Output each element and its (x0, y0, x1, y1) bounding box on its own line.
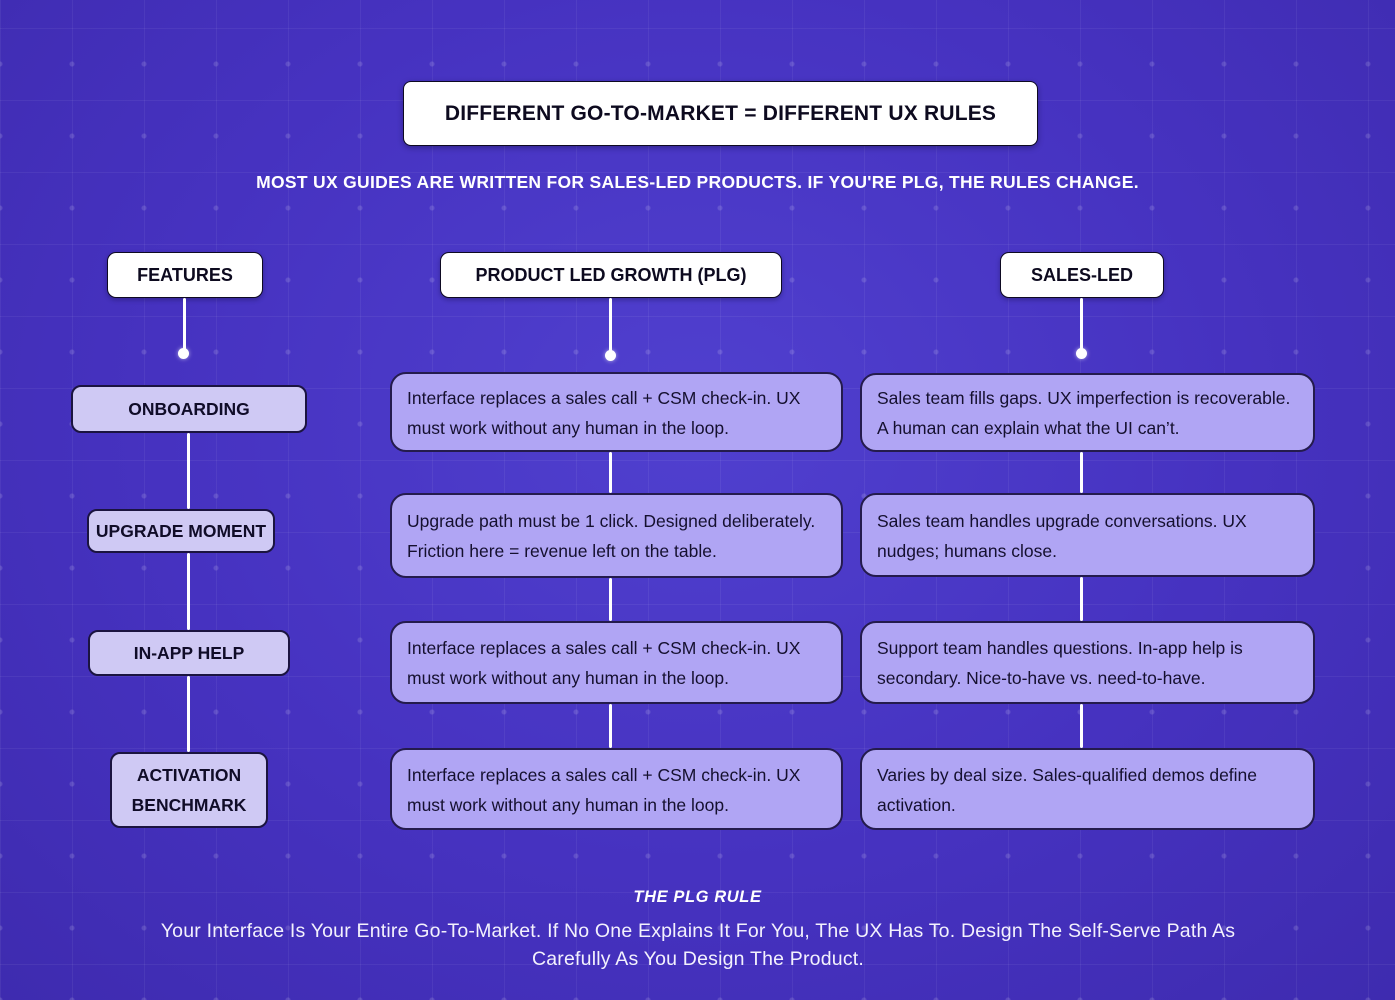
footer-rule-label: THE PLG RULE (633, 888, 762, 906)
connector-line (187, 433, 190, 509)
plg-cell-upgrade-moment: Upgrade path must be 1 click. Designed d… (390, 493, 843, 578)
page-subtitle: MOST UX GUIDES ARE WRITTEN FOR SALES-LED… (256, 172, 1139, 192)
plg-cell-in-app-help: Interface replaces a sales call + CSM ch… (390, 621, 843, 704)
feature-label-activation-benchmark: ACTIVATION BENCHMARK (110, 752, 268, 828)
connector-line (609, 452, 612, 493)
connector-line (609, 704, 612, 748)
plg-cell-onboarding: Interface replaces a sales call + CSM ch… (390, 372, 843, 452)
connector-line (1080, 704, 1083, 748)
feature-label-upgrade-moment: UPGRADE MOMENT (87, 509, 275, 553)
connector-line (1080, 452, 1083, 493)
feature-label-onboarding: ONBOARDING (71, 385, 307, 433)
page-title: DIFFERENT GO-TO-MARKET = DIFFERENT UX RU… (403, 81, 1038, 146)
connector-line (1080, 298, 1083, 350)
connector-line (187, 553, 190, 630)
connector-line (183, 298, 186, 350)
connector-line (609, 298, 612, 352)
connector-line (609, 578, 612, 621)
connector-line (1080, 577, 1083, 621)
sales-cell-onboarding: Sales team fills gaps. UX imperfection i… (860, 373, 1315, 452)
sales-cell-activation-benchmark: Varies by deal size. Sales-qualified dem… (860, 748, 1315, 830)
column-header-plg: PRODUCT LED GROWTH (PLG) (440, 252, 782, 298)
plg-cell-activation-benchmark: Interface replaces a sales call + CSM ch… (390, 748, 843, 830)
column-header-features: FEATURES (107, 252, 263, 298)
feature-label-in-app-help: IN-APP HELP (88, 630, 290, 676)
footer-rule-text: Your Interface Is Your Entire Go-To-Mark… (160, 920, 1236, 970)
sales-cell-in-app-help: Support team handles questions. In-app h… (860, 621, 1315, 704)
connector-dot (178, 348, 189, 359)
connector-dot (1076, 348, 1087, 359)
column-header-sales: SALES-LED (1000, 252, 1164, 298)
connector-line (187, 676, 190, 752)
sales-cell-upgrade-moment: Sales team handles upgrade conversations… (860, 493, 1315, 577)
connector-dot (605, 350, 616, 361)
